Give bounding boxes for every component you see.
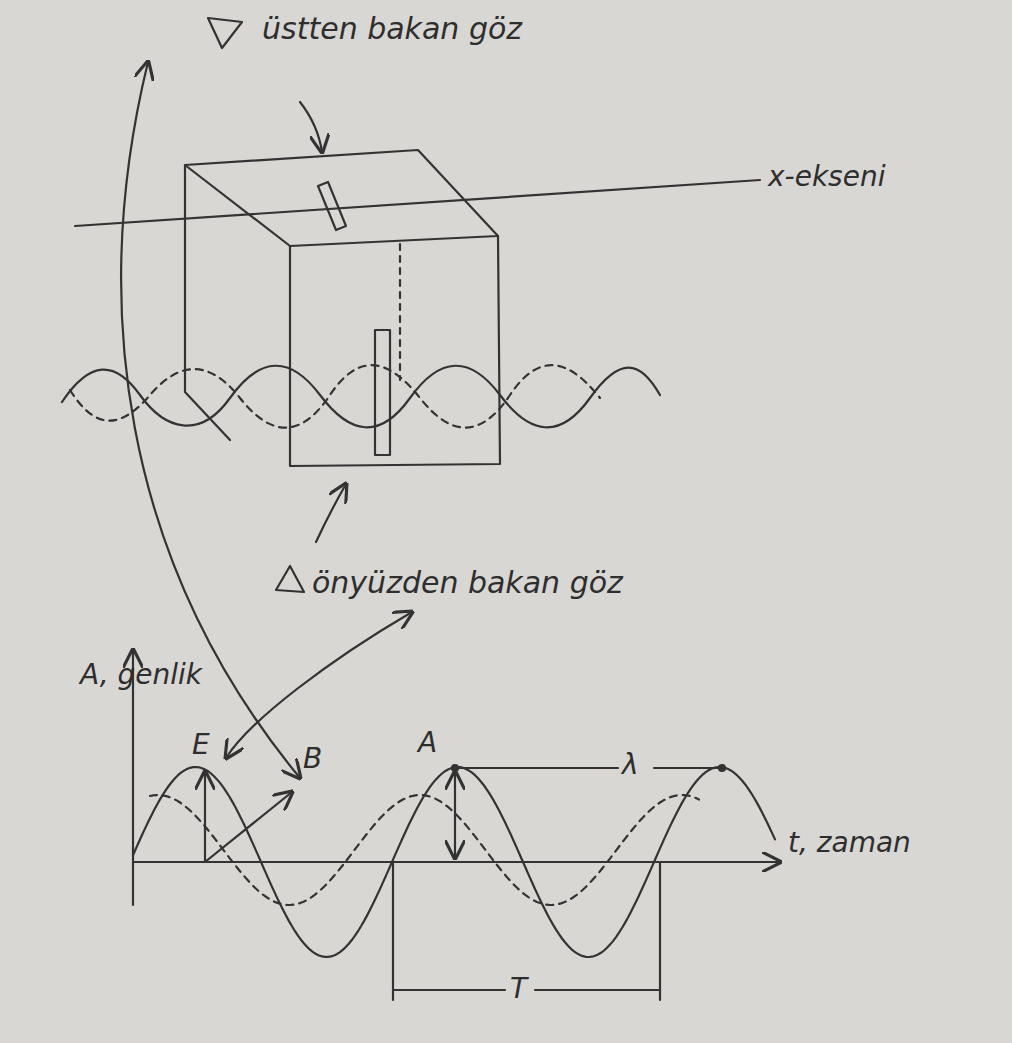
cube-hidden-edge (399, 244, 401, 380)
polarizer-top (318, 182, 346, 230)
leader-arrow (226, 612, 412, 758)
text-label: x-ekseni (768, 162, 885, 193)
amplitude-arrow (454, 772, 456, 858)
text-label: üstten bakan göz (262, 12, 522, 45)
b-vector (205, 792, 292, 862)
text-label: A (418, 728, 437, 759)
text-label: B (303, 744, 322, 775)
text-label: önyüzden bakan göz (312, 566, 623, 599)
sine-wave (133, 767, 775, 957)
cube-front (290, 236, 500, 466)
leader-arrow (316, 484, 346, 542)
leader-arrow (300, 102, 322, 152)
text-label: λ (622, 750, 639, 781)
eye-symbol (208, 18, 242, 48)
text-label: E (192, 730, 210, 761)
e-vector (204, 772, 206, 862)
text-label: A, genlik (80, 660, 202, 691)
x-axis (75, 180, 760, 226)
point (719, 765, 725, 771)
point (452, 765, 458, 771)
polarizer-front (375, 330, 390, 455)
cube-top (185, 150, 498, 246)
wave-e (62, 366, 660, 428)
cube-edge (185, 165, 230, 440)
wavelength-line (455, 767, 722, 769)
text-label: T (510, 974, 527, 1005)
dashed-wave (150, 795, 699, 905)
wave-b (70, 365, 600, 427)
text-label: t, zaman (788, 828, 911, 859)
time-axis (133, 861, 780, 863)
eye-symbol (276, 566, 304, 592)
